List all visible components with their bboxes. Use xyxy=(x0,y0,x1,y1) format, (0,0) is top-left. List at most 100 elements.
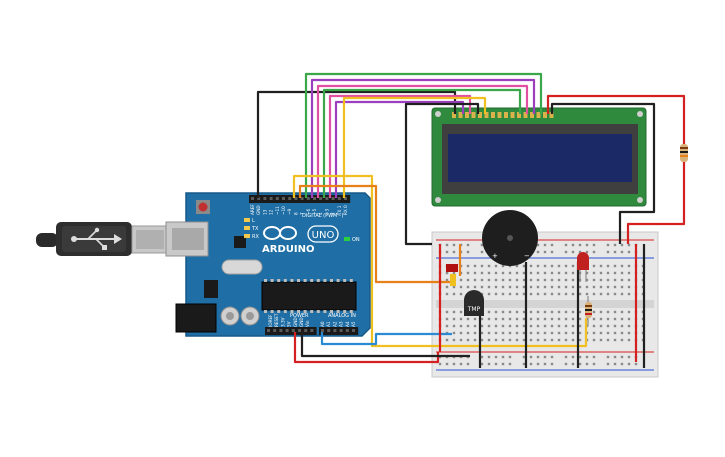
breadboard-hole[interactable] xyxy=(550,271,554,275)
breadboard-hole[interactable] xyxy=(529,338,533,342)
breadboard-hole[interactable] xyxy=(529,362,533,366)
breadboard-hole[interactable] xyxy=(627,317,631,321)
breadboard-hole[interactable] xyxy=(564,324,568,328)
breadboard-hole[interactable] xyxy=(445,271,449,275)
breadboard-hole[interactable] xyxy=(487,324,491,328)
breadboard-hole[interactable] xyxy=(606,292,610,296)
power-header-pin[interactable] xyxy=(291,329,295,332)
power-header-pin[interactable] xyxy=(304,329,308,332)
breadboard-hole[interactable] xyxy=(445,250,449,254)
breadboard-hole[interactable] xyxy=(473,278,477,282)
breadboard-hole[interactable] xyxy=(571,264,575,268)
breadboard-hole[interactable] xyxy=(571,338,575,342)
breadboard-hole[interactable] xyxy=(550,362,554,366)
breadboard-hole[interactable] xyxy=(515,324,519,328)
breadboard-hole[interactable] xyxy=(459,324,463,328)
breadboard-hole[interactable] xyxy=(578,338,582,342)
breadboard-hole[interactable] xyxy=(438,362,442,366)
breadboard-hole[interactable] xyxy=(578,310,582,314)
breadboard-hole[interactable] xyxy=(585,278,589,282)
breadboard-hole[interactable] xyxy=(620,243,624,247)
breadboard-hole[interactable] xyxy=(515,292,519,296)
breadboard-hole[interactable] xyxy=(578,317,582,321)
lcd-pin[interactable] xyxy=(523,112,528,118)
power-header-pin[interactable] xyxy=(273,329,277,332)
breadboard-hole[interactable] xyxy=(613,271,617,275)
breadboard-hole[interactable] xyxy=(620,317,624,321)
breadboard-hole[interactable] xyxy=(536,285,540,289)
breadboard-hole[interactable] xyxy=(620,310,624,314)
breadboard-hole[interactable] xyxy=(459,338,463,342)
breadboard-hole[interactable] xyxy=(613,362,617,366)
breadboard-hole[interactable] xyxy=(508,271,512,275)
breadboard-hole[interactable] xyxy=(445,317,449,321)
breadboard-hole[interactable] xyxy=(480,317,484,321)
breadboard-hole[interactable] xyxy=(613,338,617,342)
breadboard-hole[interactable] xyxy=(445,285,449,289)
breadboard-hole[interactable] xyxy=(613,317,617,321)
breadboard-hole[interactable] xyxy=(620,278,624,282)
breadboard-hole[interactable] xyxy=(522,317,526,321)
digital-header-pin[interactable] xyxy=(300,197,304,200)
breadboard-hole[interactable] xyxy=(487,317,491,321)
breadboard-hole[interactable] xyxy=(606,243,610,247)
breadboard-hole[interactable] xyxy=(459,278,463,282)
breadboard-hole[interactable] xyxy=(557,317,561,321)
breadboard-hole[interactable] xyxy=(613,310,617,314)
breadboard-hole[interactable] xyxy=(501,310,505,314)
analog-header-pin[interactable] xyxy=(352,329,355,332)
breadboard-hole[interactable] xyxy=(466,250,470,254)
breadboard-hole[interactable] xyxy=(627,355,631,359)
breadboard-hole[interactable] xyxy=(550,355,554,359)
breadboard-hole[interactable] xyxy=(564,292,568,296)
breadboard-hole[interactable] xyxy=(606,278,610,282)
lcd-pin[interactable] xyxy=(452,112,456,118)
breadboard-hole[interactable] xyxy=(620,250,624,254)
breadboard-hole[interactable] xyxy=(613,292,617,296)
breadboard-hole[interactable] xyxy=(508,278,512,282)
breadboard-hole[interactable] xyxy=(571,355,575,359)
lcd-pin[interactable] xyxy=(484,112,489,118)
digital-header-pin[interactable] xyxy=(294,197,298,200)
breadboard-hole[interactable] xyxy=(459,285,463,289)
breadboard-hole[interactable] xyxy=(501,317,505,321)
breadboard-hole[interactable] xyxy=(585,271,589,275)
breadboard-hole[interactable] xyxy=(606,310,610,314)
breadboard-hole[interactable] xyxy=(480,355,484,359)
breadboard-hole[interactable] xyxy=(571,250,575,254)
breadboard-hole[interactable] xyxy=(452,324,456,328)
breadboard-hole[interactable] xyxy=(627,278,631,282)
digital-header-pin[interactable] xyxy=(269,197,273,200)
breadboard-hole[interactable] xyxy=(578,324,582,328)
breadboard-hole[interactable] xyxy=(557,264,561,268)
breadboard-hole[interactable] xyxy=(487,338,491,342)
breadboard-hole[interactable] xyxy=(508,292,512,296)
breadboard-hole[interactable] xyxy=(543,264,547,268)
breadboard-hole[interactable] xyxy=(627,264,631,268)
digital-header-pin[interactable] xyxy=(251,197,254,200)
breadboard-hole[interactable] xyxy=(599,310,603,314)
breadboard-hole[interactable] xyxy=(613,324,617,328)
breadboard-hole[interactable] xyxy=(620,362,624,366)
breadboard-hole[interactable] xyxy=(508,338,512,342)
breadboard-hole[interactable] xyxy=(606,271,610,275)
breadboard-hole[interactable] xyxy=(473,285,477,289)
breadboard-hole[interactable] xyxy=(522,278,526,282)
breadboard-hole[interactable] xyxy=(550,310,554,314)
lcd-pin[interactable] xyxy=(543,112,547,118)
breadboard-hole[interactable] xyxy=(543,324,547,328)
breadboard-hole[interactable] xyxy=(515,331,519,335)
breadboard-hole[interactable] xyxy=(536,310,540,314)
breadboard-hole[interactable] xyxy=(452,250,456,254)
breadboard-hole[interactable] xyxy=(466,331,470,335)
breadboard-hole[interactable] xyxy=(550,331,554,335)
power-header-pin[interactable] xyxy=(298,329,301,332)
breadboard-hole[interactable] xyxy=(529,278,533,282)
breadboard-hole[interactable] xyxy=(557,292,561,296)
breadboard-hole[interactable] xyxy=(613,285,617,289)
breadboard-hole[interactable] xyxy=(508,355,512,359)
breadboard-hole[interactable] xyxy=(536,243,540,247)
breadboard-hole[interactable] xyxy=(550,292,554,296)
breadboard-hole[interactable] xyxy=(550,278,554,282)
breadboard-hole[interactable] xyxy=(550,338,554,342)
